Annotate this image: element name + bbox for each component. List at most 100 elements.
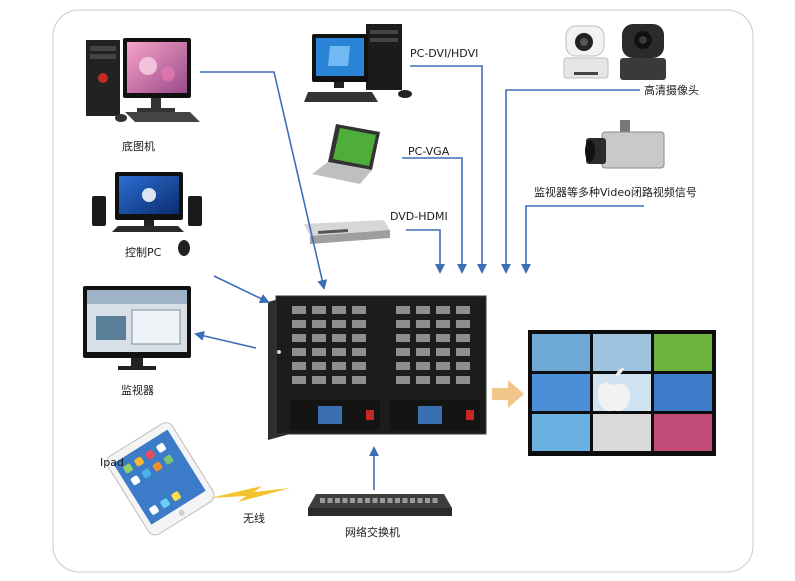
signal-arrows: [194, 65, 644, 490]
matrix-port: [312, 320, 326, 328]
video-wall-cell: [532, 374, 590, 411]
matrix-port: [396, 376, 410, 384]
matrix-port: [352, 306, 366, 314]
matrix-port: [416, 376, 430, 384]
label-control-pc: 控制PC: [125, 246, 162, 259]
label-network-switch: 网络交换机: [345, 526, 400, 539]
matrix-port: [352, 334, 366, 342]
matrix-port: [332, 348, 346, 356]
matrix-port: [352, 348, 366, 356]
switch-port: [372, 498, 378, 503]
control-pc-icon: [92, 172, 202, 256]
matrix-port: [396, 362, 410, 370]
switch-port: [395, 498, 400, 503]
matrix-port: [456, 306, 470, 314]
matrix-port: [292, 376, 306, 384]
switch-port: [402, 498, 408, 503]
hd-camera-icon: [563, 24, 666, 80]
arrow-video-signals: [521, 205, 644, 274]
video-wall-cell: [532, 334, 590, 371]
matrix-port: [332, 376, 346, 384]
switch-port: [327, 498, 333, 503]
arrow-dvd: [406, 229, 445, 274]
matrix-port: [292, 362, 306, 370]
arrow-monitor: [194, 330, 257, 349]
label-background-pc: 底图机: [122, 140, 155, 153]
label-video-signals: 监视器等多种Video闭路视频信号: [534, 186, 697, 199]
label-pc-dvi: PC-DVI/HDVI: [410, 47, 479, 60]
background-pc-icon: [86, 38, 200, 122]
matrix-port: [332, 334, 346, 342]
monitor-icon: [83, 286, 191, 370]
arrow-pc-vga: [402, 157, 467, 274]
video-wall-cell: [593, 414, 651, 451]
label-monitor: 监视器: [121, 384, 154, 397]
network-switch-icon: [308, 494, 452, 516]
video-wall-cell: [654, 414, 712, 451]
matrix-port: [396, 306, 410, 314]
matrix-port: [396, 334, 410, 342]
matrix-port: [456, 362, 470, 370]
arrow-pc-dvi: [410, 65, 487, 274]
label-dvd-hdmi: DVD-HDMI: [390, 210, 448, 223]
matrix-port: [352, 362, 366, 370]
output-arrow-icon: [492, 380, 524, 408]
switch-port: [432, 498, 438, 503]
label-wireless: 无线: [243, 512, 265, 525]
matrix-port: [312, 334, 326, 342]
matrix-port: [352, 320, 366, 328]
matrix-port: [416, 348, 430, 356]
matrix-port: [436, 376, 450, 384]
matrix-port: [436, 334, 450, 342]
matrix-port: [332, 306, 346, 314]
matrix-port: [396, 320, 410, 328]
matrix-port: [292, 334, 306, 342]
matrix-port: [436, 306, 450, 314]
matrix-port: [312, 376, 326, 384]
matrix-port: [332, 320, 346, 328]
matrix-port: [456, 334, 470, 342]
label-ipad: Ipad: [100, 456, 124, 469]
video-wall-icon: [528, 330, 716, 456]
matrix-port: [312, 348, 326, 356]
matrix-port: [416, 334, 430, 342]
matrix-port: [436, 320, 450, 328]
arrow-control-pc: [213, 275, 270, 304]
matrix-port: [312, 306, 326, 314]
matrix-port: [292, 320, 306, 328]
switch-port: [425, 498, 430, 503]
matrix-port: [292, 348, 306, 356]
switch-port: [320, 498, 325, 503]
matrix-port: [416, 320, 430, 328]
pc-dvi-desktop-icon: [304, 24, 412, 102]
switch-port: [380, 498, 385, 503]
switch-port: [350, 498, 355, 503]
matrix-port: [436, 362, 450, 370]
video-wall-cell: [593, 334, 651, 371]
matrix-port: [456, 376, 470, 384]
matrix-port: [416, 362, 430, 370]
switch-port: [342, 498, 348, 503]
ipad-icon: [106, 422, 215, 536]
matrix-port: [456, 320, 470, 328]
switch-port: [387, 498, 393, 503]
matrix-port: [396, 348, 410, 356]
switch-port: [417, 498, 423, 503]
cctv-camera-icon: [585, 120, 665, 169]
matrix-port: [436, 348, 450, 356]
switch-port: [365, 498, 370, 503]
wireless-bolt-icon: [210, 486, 290, 502]
video-wall-cell: [654, 334, 712, 371]
video-wall-cell: [654, 374, 712, 411]
video-wall-cell: [532, 414, 590, 451]
arrow-background-pc: [200, 71, 328, 290]
matrix-switcher-icon: [268, 295, 487, 440]
matrix-port: [312, 362, 326, 370]
label-hd-camera: 高清摄像头: [644, 84, 699, 97]
matrix-port: [352, 376, 366, 384]
switch-port: [335, 498, 340, 503]
laptop-icon: [312, 124, 380, 184]
arrow-hd-camera: [501, 89, 640, 274]
